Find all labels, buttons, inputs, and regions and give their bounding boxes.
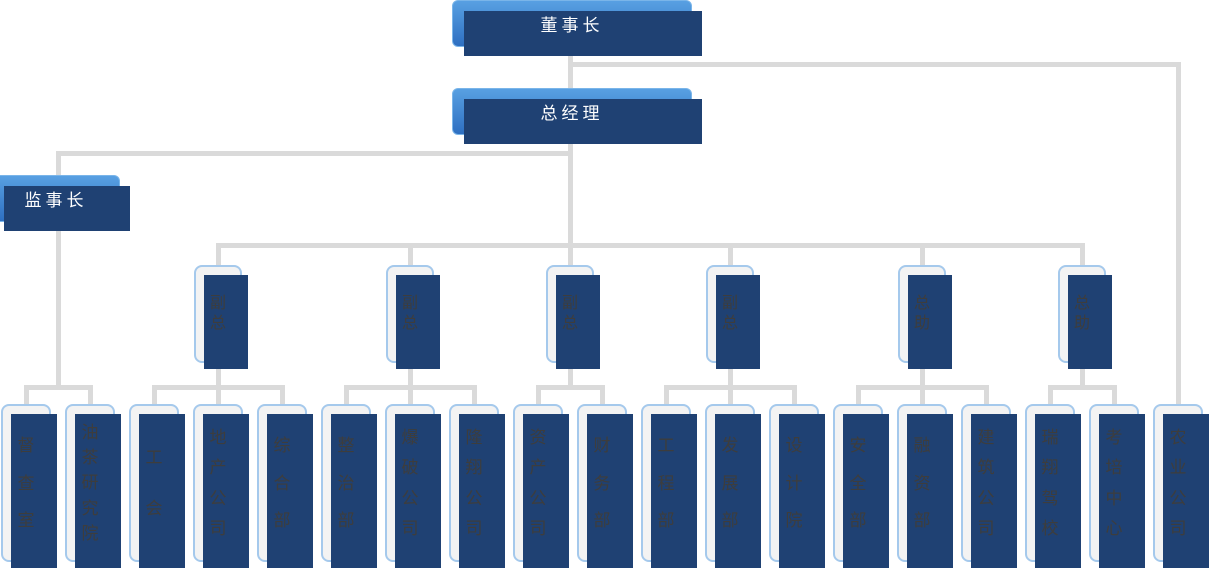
node-deputy-gm-2: 副总 <box>386 265 440 369</box>
connector-line <box>536 385 541 406</box>
connector-line <box>24 385 29 406</box>
connector-line <box>1048 385 1053 406</box>
connector-line <box>216 385 221 406</box>
connector-line <box>152 385 157 406</box>
connector-line <box>728 385 733 406</box>
node-dept-rectification-department: 整治部 <box>321 404 377 568</box>
node-dept-construction-company: 建筑公司 <box>961 404 1017 568</box>
connector-line <box>1080 243 1085 267</box>
connector-line <box>728 363 733 388</box>
node-supervisor: 监事长 <box>0 175 130 231</box>
connector-line <box>24 385 93 390</box>
node-dept-longxiang-company: 隆翔公司 <box>449 404 505 568</box>
node-deputy-gm-4: 副总 <box>706 265 760 369</box>
node-gm-assistant-2: 总助 <box>1058 265 1112 369</box>
connector-line <box>1176 62 1181 406</box>
connector-line <box>728 243 733 267</box>
node-dept-blasting-company: 爆破公司 <box>385 404 441 568</box>
connector-line <box>216 243 1085 248</box>
node-dept-engineering-department: 工程部 <box>641 404 697 568</box>
node-dept-safety-department: 安全部 <box>833 404 889 568</box>
connector-line <box>280 385 285 406</box>
connector-line <box>408 243 413 267</box>
connector-line <box>920 363 925 388</box>
connector-line <box>920 385 925 406</box>
node-dept-design-institute: 设计院 <box>769 404 825 568</box>
node-dept-agriculture-company: 农业公司 <box>1153 404 1209 568</box>
node-dept-development-department: 发展部 <box>705 404 761 568</box>
connector-line <box>792 385 797 406</box>
node-dept-exam-training-center: 考培中心 <box>1089 404 1145 568</box>
node-deputy-gm-3: 副总 <box>546 265 600 369</box>
connector-line <box>344 385 349 406</box>
node-dept-general-department: 综合部 <box>257 404 313 568</box>
connector-line <box>216 243 221 267</box>
connector-line <box>472 385 477 406</box>
node-dept-camellia-research-institute: 油茶研究院 <box>65 404 121 568</box>
node-dept-finance-department: 财务部 <box>577 404 633 568</box>
connector-line <box>600 385 605 406</box>
connector-line <box>1112 385 1117 406</box>
connector-line <box>56 151 61 177</box>
node-chairman: 董事长 <box>452 0 702 56</box>
node-dept-financing-department: 融资部 <box>897 404 953 568</box>
connector-line <box>568 62 1181 67</box>
connector-line <box>88 385 93 406</box>
node-dept-assets-company: 资产公司 <box>513 404 569 568</box>
connector-line <box>216 363 221 388</box>
connector-line <box>568 363 573 388</box>
node-deputy-gm-1: 副总 <box>194 265 248 369</box>
connector-line <box>920 243 925 267</box>
connector-line <box>536 385 605 390</box>
node-dept-real-estate-company: 地产公司 <box>193 404 249 568</box>
node-dept-ruixiang-driving-school: 瑞翔驾校 <box>1025 404 1081 568</box>
connector-line <box>56 151 573 156</box>
connector-line <box>568 47 573 90</box>
connector-line <box>408 385 413 406</box>
connector-line <box>1080 363 1085 388</box>
connector-line <box>408 363 413 388</box>
node-general-manager: 总经理 <box>452 88 702 144</box>
node-gm-assistant-1: 总助 <box>898 265 952 369</box>
connector-line <box>1048 385 1117 390</box>
connector-line <box>664 385 669 406</box>
connector-line <box>856 385 861 406</box>
node-dept-supervision-office: 督查室 <box>1 404 57 568</box>
connector-line <box>568 135 573 267</box>
connector-line <box>984 385 989 406</box>
node-dept-labor-union: 工会 <box>129 404 185 568</box>
connector-line <box>56 222 61 388</box>
